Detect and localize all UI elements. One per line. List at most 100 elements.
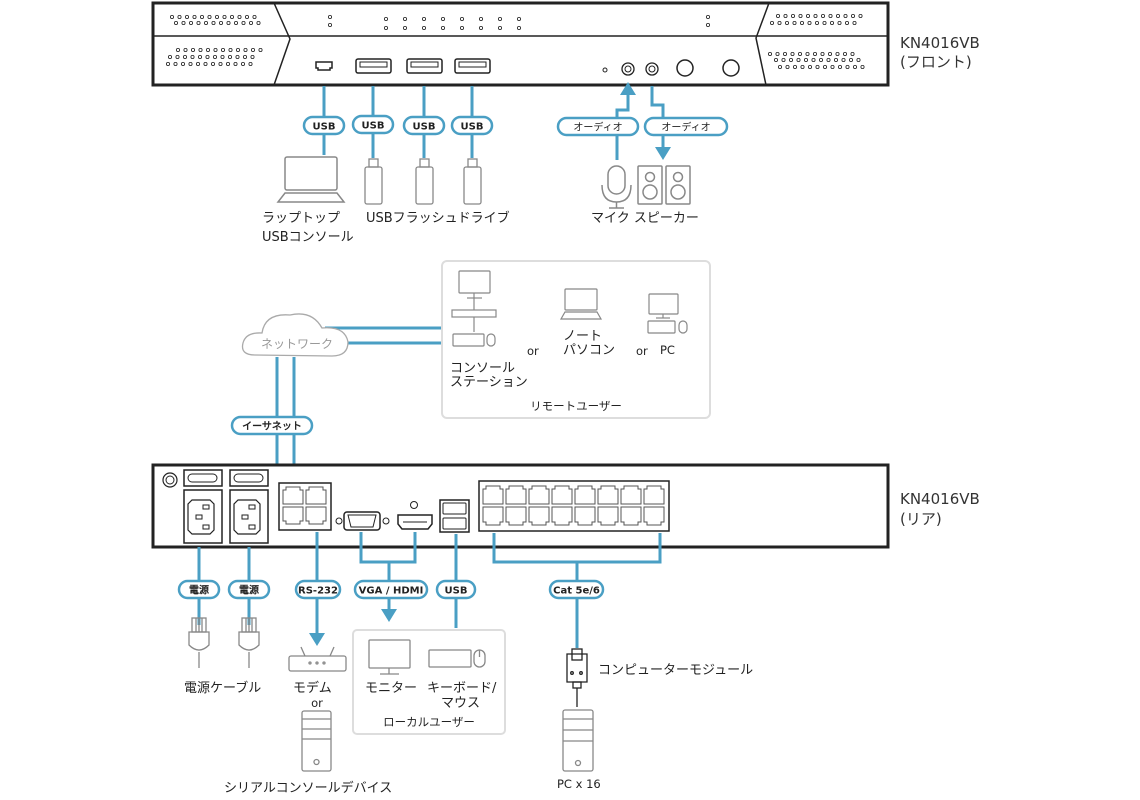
serial-console-device-icon [301, 710, 332, 772]
computer-module-icon [566, 648, 588, 707]
svg-text:Cat 5e/6: Cat 5e/6 [553, 586, 600, 597]
led-dot [440, 16, 445, 21]
hdmi-port [397, 501, 433, 530]
or-label-serial: or [311, 696, 323, 710]
reset-hole [602, 67, 608, 73]
led-dot [478, 16, 483, 21]
vent-holes [165, 14, 263, 67]
rs232-pill: RS-232 [294, 579, 342, 600]
modem-icon [288, 646, 347, 672]
rear-side-label: (リア) [900, 510, 942, 528]
rj45-port [305, 486, 327, 505]
notebook-label-line1: ノート [563, 329, 602, 344]
computer-ports-block [478, 480, 670, 532]
rear-panel [151, 463, 890, 549]
remote-users-label: リモートユーザー [530, 399, 622, 413]
led-dot [402, 16, 407, 21]
vent-holes [768, 13, 865, 70]
rj45-port [551, 485, 573, 505]
svg-text:USB: USB [461, 122, 484, 133]
rj45-port [528, 506, 550, 526]
laptop-label-line2: USBコンソール [262, 230, 354, 245]
svg-text:USB: USB [313, 122, 336, 133]
led-dot [706, 22, 711, 27]
flash-drive-label: USBフラッシュドライブ [366, 210, 510, 226]
led-dot [402, 25, 407, 30]
network-cloud-label: ネットワーク [261, 337, 333, 351]
usb-flash-drive-icon [364, 158, 383, 205]
console-station-label-line1: コンソール [450, 361, 515, 376]
led-dot [459, 25, 464, 30]
power-cable-label: 電源ケーブル [184, 680, 261, 696]
network-cloud: ネットワーク [241, 313, 349, 357]
svg-text:電源: 電源 [239, 584, 259, 597]
rj45-port [482, 485, 504, 505]
laptop-icon [276, 156, 346, 203]
svg-text:USB: USB [445, 586, 468, 597]
rear-usb-ports [439, 499, 470, 533]
rj45-port [551, 506, 573, 526]
led-dot [497, 25, 502, 30]
pc-label: PC [660, 343, 675, 357]
console-station-label-line2: ステーション [450, 375, 528, 390]
front-button-1 [676, 59, 694, 77]
rj45-port [620, 506, 642, 526]
usb-port-1 [355, 58, 392, 74]
usb-flash-drive-icon [415, 158, 434, 205]
rj45-port [597, 506, 619, 526]
rj45-port [597, 485, 619, 505]
pc-count-label: PC x 16 [557, 777, 601, 791]
usb-port-2 [406, 58, 443, 74]
laptop-label-line1: ラップトップ [262, 211, 340, 226]
cat-pill: Cat 5e/6 [548, 579, 605, 600]
svg-text:VGA / HDMI: VGA / HDMI [359, 586, 424, 597]
svg-text:USB: USB [413, 122, 436, 133]
monitor-label: モニター [365, 681, 417, 696]
led-dot [421, 16, 426, 21]
vga-port [335, 511, 390, 531]
power-switch-1 [183, 469, 223, 487]
rj45-port [528, 485, 550, 505]
rj45-port [574, 485, 596, 505]
led-dot [459, 16, 464, 21]
monitor-icon [368, 639, 411, 675]
modem-arrow-icon [309, 633, 325, 646]
speakers-icon [637, 165, 691, 205]
rj45-port [305, 506, 327, 525]
mic-speaker-label: マイク スピーカー [591, 211, 699, 226]
rj45-port [282, 486, 304, 505]
led-dot [327, 14, 332, 19]
led-dot [517, 16, 522, 21]
front-side-label: (フロント) [900, 53, 972, 71]
rj45-port [482, 506, 504, 526]
right-ear [755, 2, 770, 86]
audio-pill-mic: オーディオ [556, 116, 640, 137]
ethernet-pill: イーサネット [230, 415, 314, 436]
led-dot [383, 25, 388, 30]
rear-usb-pill: USB [435, 579, 477, 600]
power-plug-icon-1 [188, 617, 210, 668]
power-pill-1: 電源 [177, 579, 221, 600]
keyboard-label-line2: マウス [441, 696, 480, 711]
svg-text:オーディオ: オーディオ [573, 121, 622, 134]
rj45-port [505, 506, 527, 526]
front-model-label: KN4016VB [900, 34, 980, 52]
power-pill-2: 電源 [227, 579, 271, 600]
led-dot [327, 22, 332, 27]
rj45-port [574, 506, 596, 526]
svg-text:RS-232: RS-232 [298, 586, 338, 597]
led-dot [440, 25, 445, 30]
speaker-arrow-icon [655, 147, 671, 160]
ground-screw-icon [162, 472, 178, 488]
svg-text:USB: USB [362, 121, 385, 132]
usb-pill-1: USB [302, 115, 346, 136]
usb-pill-3: USB [402, 115, 446, 136]
local-users-label: ローカルユーザー [383, 715, 475, 729]
or-label-2: or [636, 344, 648, 358]
audio-pill-speaker: オーディオ [643, 116, 729, 137]
front-panel [151, 1, 890, 87]
mic-arrow-icon [620, 82, 636, 95]
or-label-1: or [527, 344, 539, 358]
led-indicators [327, 14, 711, 30]
